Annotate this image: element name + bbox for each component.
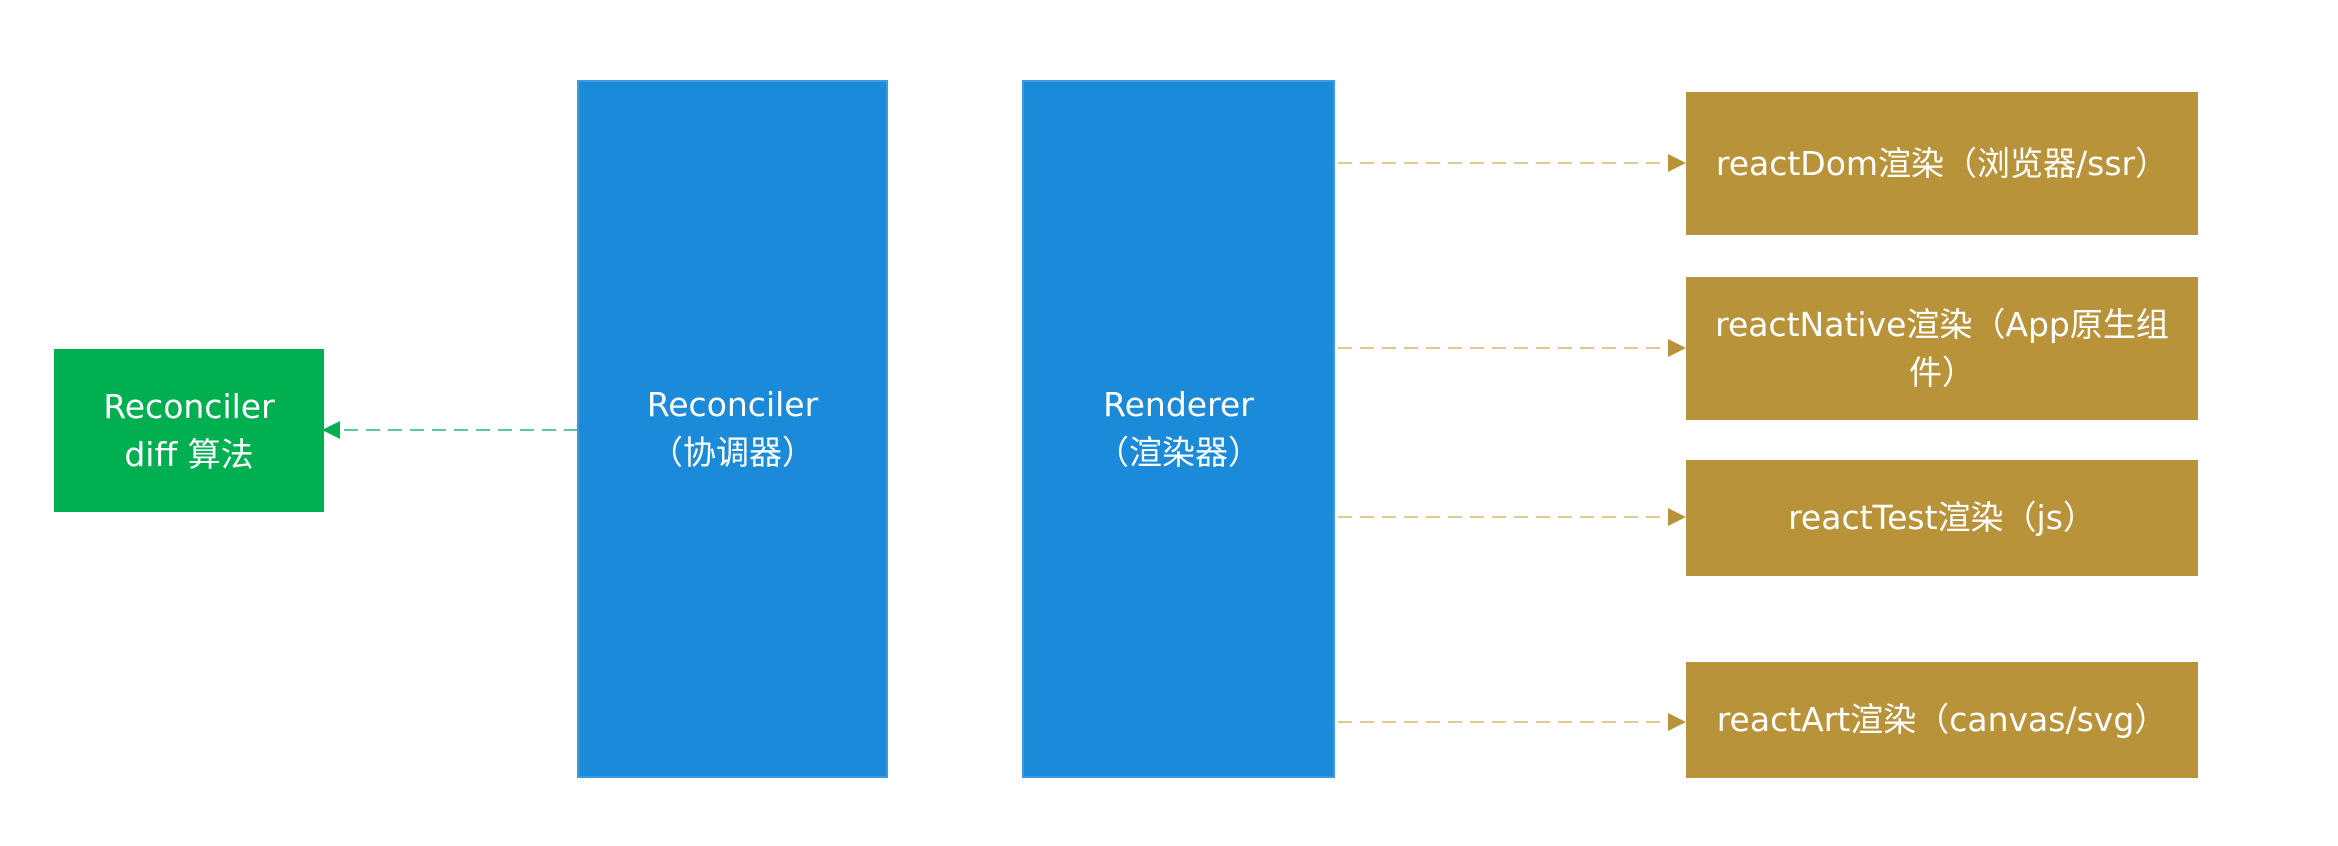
- target-reactnative-label: reactNative渲染（App原生组件）: [1715, 304, 2169, 392]
- reactdom-arrowhead: [1668, 154, 1686, 172]
- reactnative-arrowhead: [1668, 339, 1686, 357]
- renderer-box: Renderer （渲染器）: [1022, 80, 1335, 778]
- reconciler-subtitle: （协调器）: [650, 433, 815, 472]
- target-reacttest-box: reactTest渲染（js）: [1686, 460, 2198, 576]
- target-reactdom-label: reactDom渲染（浏览器/ssr）: [1715, 143, 2169, 183]
- target-reactdom-box: reactDom渲染（浏览器/ssr）: [1686, 92, 2198, 235]
- reacttest-arrowhead: [1668, 508, 1686, 526]
- target-reactart-label: reactArt渲染（canvas/svg）: [1716, 700, 2168, 739]
- target-reactart-box: reactArt渲染（canvas/svg）: [1686, 662, 2198, 778]
- renderer-title: Renderer: [1103, 385, 1254, 424]
- target-reactnative-box: reactNative渲染（App原生组件）: [1686, 277, 2198, 420]
- target-reacttest-label: reactTest渲染（js）: [1788, 498, 2096, 537]
- reconciler-box: Reconciler （协调器）: [577, 80, 888, 778]
- reconciler-diff-subtitle: diff 算法: [124, 434, 254, 474]
- reconciler-title: Reconciler: [646, 385, 819, 424]
- reconciler-diff-title: Reconciler: [103, 386, 275, 426]
- reconciler-diff-box: Reconciler diff 算法: [54, 349, 324, 512]
- renderer-subtitle: （渲染器）: [1096, 433, 1261, 472]
- reactart-arrowhead: [1668, 713, 1686, 731]
- diff-arrowhead: [322, 421, 340, 439]
